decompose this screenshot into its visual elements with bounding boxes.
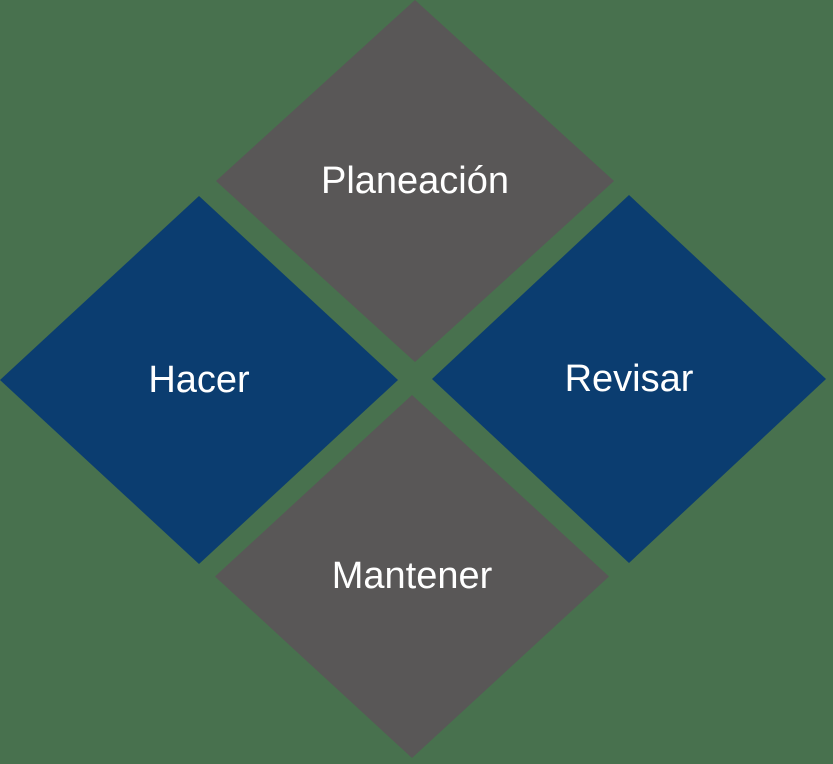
diamond-revisar-label: Revisar [564,357,694,400]
diamond-mantener-label: Mantener [331,555,493,597]
diamond-planeacion-label: Planeación [320,159,510,202]
diamond-hacer-label: Hacer [148,358,250,401]
